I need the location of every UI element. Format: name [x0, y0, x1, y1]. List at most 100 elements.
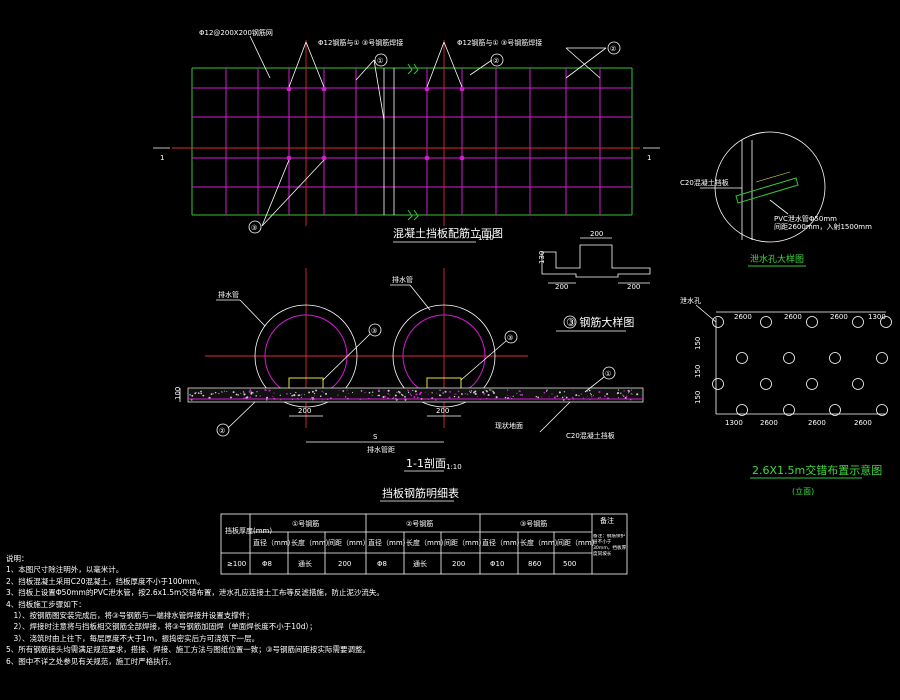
gravel-dot	[578, 395, 580, 397]
gravel-dot	[586, 395, 588, 397]
gravel-dot	[396, 391, 398, 393]
pipe-label-right: 排水管	[392, 275, 413, 284]
layout-left-dim-2: 150	[694, 391, 702, 404]
gravel-dot	[436, 392, 438, 394]
gravel-dot	[518, 390, 521, 393]
layout-title: 2.6X1.5m交错布置示意图	[752, 463, 882, 477]
table-sub-9: 间距（mm）	[557, 539, 599, 547]
gravel-dot	[444, 390, 447, 393]
gravel-dot	[351, 391, 354, 394]
board-label: C20混凝土挡板	[566, 431, 615, 440]
gravel-dot	[625, 395, 628, 397]
table-g3-d: Φ10	[490, 560, 504, 568]
gravel-dot	[208, 396, 211, 399]
section-title: 1-1剖面	[406, 456, 446, 470]
callout-1: ①	[377, 57, 383, 65]
dim-s: S	[373, 433, 378, 441]
gravel-dot	[218, 393, 220, 395]
gravel-dot	[371, 394, 373, 397]
gravel-dot	[535, 395, 538, 398]
gravel-dot	[246, 396, 249, 399]
gravel-dot	[424, 391, 426, 393]
dim-200-left: 200	[298, 407, 311, 415]
gravel-dot	[410, 395, 412, 397]
gravel-dot	[230, 396, 232, 399]
table-note-header: 备注	[600, 516, 614, 525]
table-group-2: ②号钢筋	[406, 519, 433, 528]
gravel-dot	[348, 393, 350, 394]
gravel-dot	[314, 395, 316, 397]
table-sub-6: 间距（mm）	[444, 539, 486, 547]
gravel-dot	[295, 391, 297, 394]
section-callout-3b: ③	[507, 334, 513, 342]
table-g3-l: 860	[528, 560, 541, 568]
rebar-dim-left: 200	[555, 283, 568, 291]
table-g1-d: Φ8	[262, 560, 272, 568]
gravel-dot	[259, 395, 261, 397]
gravel-dot	[360, 390, 363, 392]
gravel-dot	[618, 397, 619, 399]
gravel-dot	[297, 394, 300, 397]
gravel-dot	[300, 397, 302, 398]
gravel-dot	[342, 390, 345, 392]
table-thickness: ≥100	[227, 560, 246, 568]
gravel-dot	[418, 393, 421, 396]
gravel-dot	[413, 396, 416, 398]
gravel-dot	[290, 392, 292, 395]
gravel-dot	[551, 393, 553, 395]
mesh-label: Φ12@200X200钢筋网	[199, 28, 273, 37]
rebar-dim-side: 130	[538, 251, 546, 264]
gravel-dot	[455, 393, 457, 395]
hole-detail-title: 泄水孔大样图	[750, 253, 804, 265]
gravel-dot	[377, 394, 379, 396]
layout-bottom-dim-1: 2600	[760, 419, 778, 427]
gravel-dot	[516, 392, 518, 394]
weep-hole	[712, 378, 724, 390]
weep-hole	[829, 404, 841, 416]
callout-3: ③	[251, 224, 257, 232]
dim-s-sub: 排水管距	[367, 445, 395, 454]
weep-hole	[760, 316, 772, 328]
table-sub-8: 长度（mm）	[520, 538, 562, 547]
table-sub-5: 长度（mm）	[406, 538, 448, 547]
callout-2-b: ②	[610, 45, 616, 53]
gravel-dot	[507, 394, 509, 396]
gravel-dot	[486, 390, 488, 393]
gravel-dot	[273, 392, 275, 394]
gravel-dot	[324, 392, 328, 395]
gravel-dot	[243, 393, 246, 396]
weep-hole	[736, 352, 748, 364]
gravel-dot	[487, 393, 490, 397]
notes: 说明： 1、本图尺寸除注明外，以毫米计。 2、挡板混凝土采用C20混凝土，挡板厚…	[6, 553, 526, 667]
gravel-dot	[202, 394, 205, 397]
weep-hole	[806, 378, 818, 390]
elevation-view: Φ12@200X200钢筋网 Φ12钢筋与① ③号钢筋焊接 Φ12钢筋与① ③号…	[153, 28, 660, 243]
section-scale: 1:10	[446, 463, 462, 471]
gravel-dot	[378, 394, 380, 397]
layout-top-dim-1: 2600	[784, 313, 802, 321]
note-line-5: 1）、按钢筋图安装完成后，将③号钢筋与一端排水管焊接并设置支撑件；	[6, 611, 254, 621]
gravel-dot	[243, 392, 245, 394]
gravel-dot	[460, 393, 463, 395]
elevation-title: 混凝土挡板配筋立面图	[393, 226, 503, 240]
gravel-dot	[200, 392, 203, 395]
gravel-dot	[419, 391, 423, 394]
gravel-dot	[519, 394, 521, 396]
gravel-dot	[293, 394, 296, 397]
gravel-dot	[344, 396, 347, 398]
layout-bottom-dim-3: 2600	[854, 419, 872, 427]
gravel-dot	[368, 391, 371, 394]
note-line-8: 5、所有钢筋接头均需满足规范要求，搭接、焊接、施工方法与图纸位置一致；③号钢筋间…	[6, 645, 370, 655]
gravel-dot	[189, 394, 191, 396]
gravel-dot	[588, 389, 591, 392]
gravel-dot	[346, 389, 348, 391]
gravel-dot	[338, 389, 340, 391]
gravel-dot	[623, 390, 625, 392]
layout-detail: 泄水孔 2600 2600 2600 1300 1300 2600 2600 2…	[680, 296, 892, 496]
section-view: 100 200 200 S 排水管距 排水管 排水管 ③ ③ ① ② 现状地面 …	[174, 268, 644, 472]
table-sub-4: 直径（mm）	[368, 538, 410, 547]
gravel-dot	[604, 395, 606, 398]
gravel-dot	[464, 393, 466, 395]
gravel-dot	[483, 392, 486, 395]
gravel-dot	[409, 393, 412, 395]
